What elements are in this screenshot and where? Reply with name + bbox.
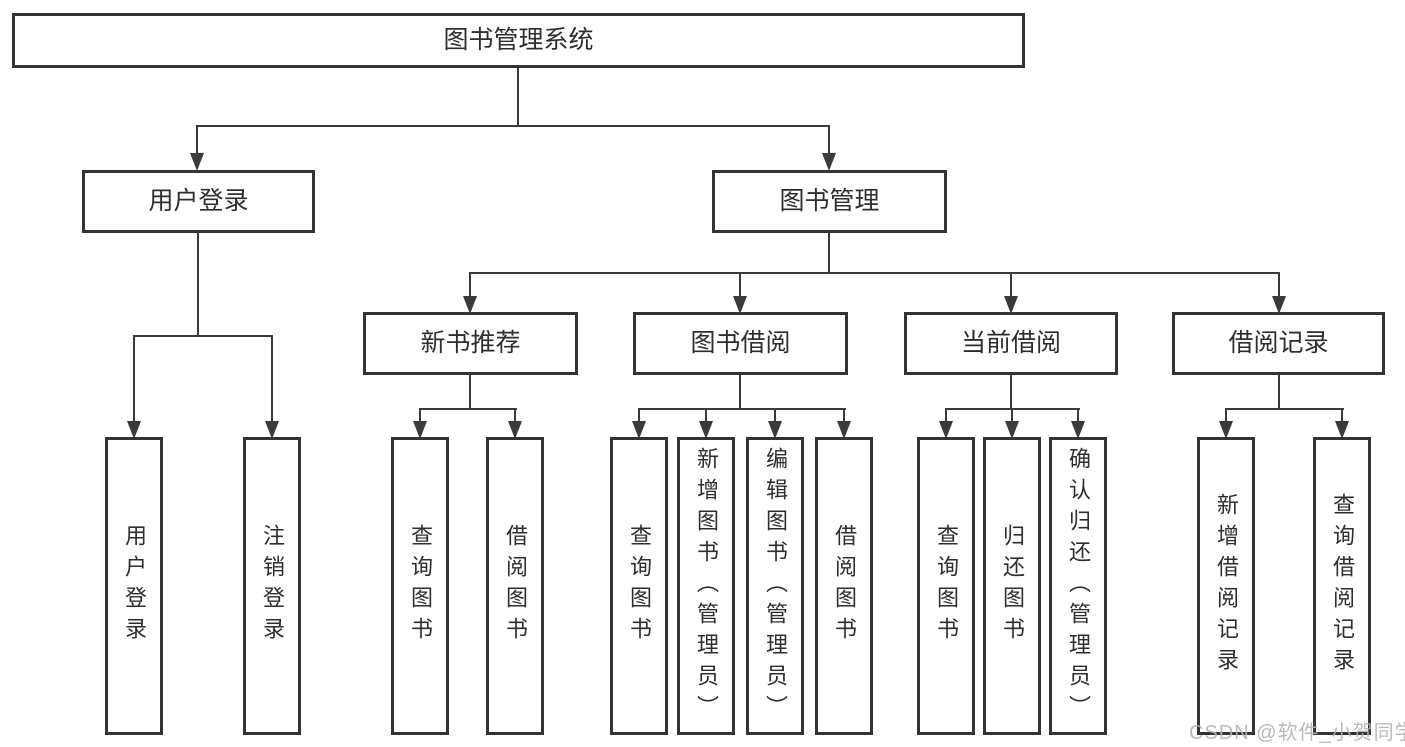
csdn-watermark: CSDN @软件_小贺同学 [1189,722,1405,744]
connector-leaf-stub [843,408,845,423]
leaf-borrowing-edit-books-admin-label: 编辑图书（管理员） [763,446,788,726]
connector-g1-stem [469,375,471,409]
node-borrowing-records-label: 借阅记录 [1228,329,1329,357]
leaf-recommend-query-books: 查询图书 [391,437,449,735]
arrowhead-book-management [822,153,836,171]
arrowhead-leaf-borrowing-add [699,421,713,439]
arrowhead-leaf-logout [265,421,279,439]
arrowhead-leaf-current-query [939,421,953,439]
node-current-borrowing: 当前借阅 [904,312,1118,375]
arrowhead-leaf-borrowing-borrow [837,421,851,439]
node-book-management: 图书管理 [712,170,947,233]
connector-leaf-login-stub [133,335,135,423]
leaf-records-add-record: 新增借阅记录 [1197,437,1255,735]
connector-login-rail [133,335,273,337]
leaf-current-query-books-label: 查询图书 [934,524,959,648]
connector-leaf-stub [1225,408,1227,423]
leaf-borrowing-add-books-admin: 新增图书（管理员） [677,437,735,735]
leaf-recommend-borrow-books: 借阅图书 [486,437,544,735]
leaf-logout: 注销登录 [243,437,301,735]
leaf-current-return-books-label: 归还图书 [1000,524,1025,648]
leaf-records-add-record-label: 新增借阅记录 [1214,493,1239,679]
arrowhead-current-borrowing [1004,296,1018,314]
node-user-login: 用户登录 [82,170,315,233]
connector-g1-leaf-rail [419,408,517,410]
connector-g2-leaf-rail [638,408,846,410]
node-book-management-label: 图书管理 [779,187,880,215]
arrowhead-leaf-current-confirm [1071,421,1085,439]
leaf-borrowing-query-books-label: 查询图书 [627,524,652,648]
leaf-current-confirm-return-admin: 确认归还（管理员） [1049,437,1107,735]
arrowhead-leaf-recommend-query [413,421,427,439]
connector-leaf-stub [638,408,640,423]
connector-g2-stem [739,375,741,409]
leaf-current-return-books: 归还图书 [983,437,1041,735]
arrowhead-leaf-borrowing-query [632,421,646,439]
connector-leaf-stub [1011,408,1013,423]
connector-mgmt-stem [828,233,830,274]
node-book-borrowing: 图书借阅 [633,312,848,375]
connector-g3-stub [1010,272,1012,298]
node-new-book-recommend-label: 新书推荐 [420,329,521,357]
leaf-borrowing-edit-books-admin: 编辑图书（管理员） [746,437,804,735]
connector-leaf-stub [1077,408,1079,423]
node-new-book-recommend: 新书推荐 [363,312,578,375]
arrowhead-new-book-recommend [463,296,477,314]
connector-g2-stub [739,272,741,298]
connector-g1-stub [469,272,471,298]
leaf-records-query-record: 查询借阅记录 [1313,437,1371,735]
connector-leaf-stub [514,408,516,423]
leaf-recommend-borrow-books-label: 借阅图书 [503,524,528,648]
connector-g3-stem [1010,375,1012,409]
node-book-borrowing-label: 图书借阅 [690,329,791,357]
connector-level3-rail [469,272,1280,274]
connector-leaf-stub [1341,408,1343,423]
arrowhead-leaf-records-query [1335,421,1349,439]
leaf-borrowing-query-books: 查询图书 [610,437,668,735]
leaf-borrowing-add-books-admin-label: 新增图书（管理员） [694,446,719,726]
node-user-login-label: 用户登录 [148,187,249,215]
connector-leaf-stub [419,408,421,423]
leaf-records-query-record-label: 查询借阅记录 [1330,493,1355,679]
leaf-current-confirm-return-admin-label: 确认归还（管理员） [1066,446,1091,726]
connector-login-stub [196,125,198,155]
connector-level2-rail [196,125,830,127]
node-root: 图书管理系统 [12,13,1025,68]
connector-leaf-stub [705,408,707,423]
leaf-borrowing-borrow-books: 借阅图书 [815,437,873,735]
leaf-logout-label: 注销登录 [260,524,285,648]
node-root-label: 图书管理系统 [443,26,594,54]
connector-g4-stem [1278,375,1280,409]
connector-root-stem [517,68,519,126]
connector-g4-leaf-rail [1225,408,1344,410]
connector-mgmt-stub [828,125,830,155]
connector-g4-stub [1278,272,1280,298]
connector-login-stem [197,233,199,336]
arrowhead-leaf-borrowing-edit [768,421,782,439]
connector-leaf-logout-stub [271,335,273,423]
connector-leaf-stub [945,408,947,423]
arrowhead-leaf-recommend-borrow [508,421,522,439]
node-current-borrowing-label: 当前借阅 [960,329,1061,357]
arrowhead-leaf-current-return [1005,421,1019,439]
node-borrowing-records: 借阅记录 [1172,312,1385,375]
leaf-user-login: 用户登录 [105,437,163,735]
leaf-borrowing-borrow-books-label: 借阅图书 [832,524,857,648]
arrowhead-borrowing-records [1272,296,1286,314]
arrowhead-book-borrowing [733,296,747,314]
connector-leaf-stub [774,408,776,423]
arrowhead-user-login [190,153,204,171]
leaf-user-login-label: 用户登录 [122,524,147,648]
arrowhead-leaf-records-add [1219,421,1233,439]
leaf-current-query-books: 查询图书 [917,437,975,735]
leaf-recommend-query-books-label: 查询图书 [408,524,433,648]
arrowhead-leaf-user-login [127,421,141,439]
